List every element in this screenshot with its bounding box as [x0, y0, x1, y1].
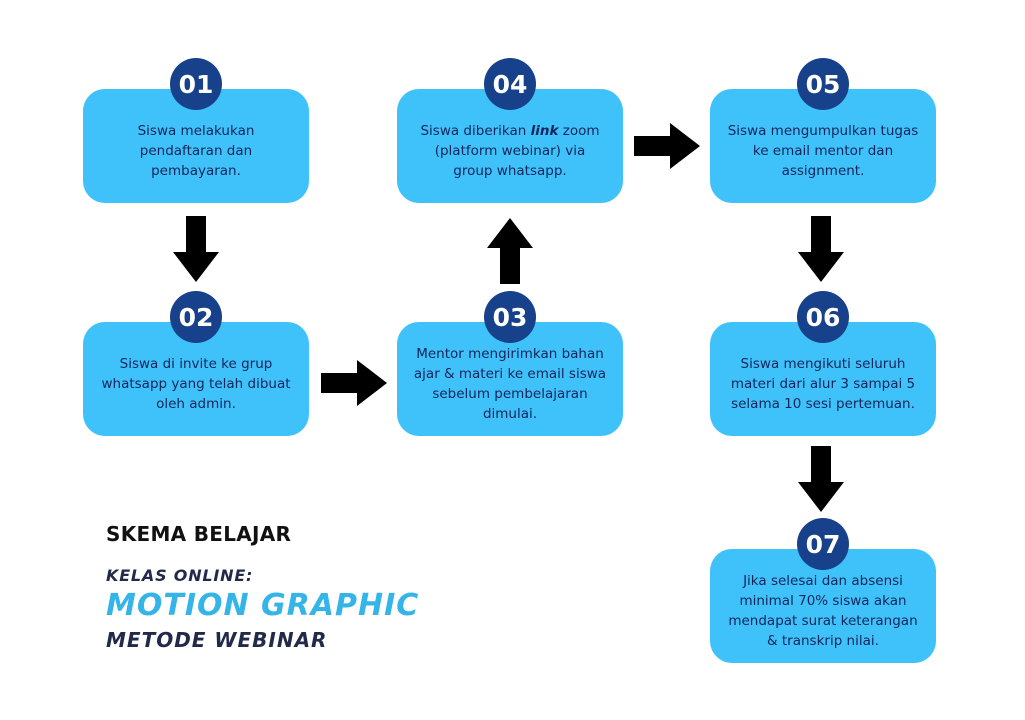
arrow-down-icon [798, 446, 844, 512]
step-text-part: Siswa diberikan [420, 123, 531, 139]
arrow-down-icon [798, 216, 844, 282]
arrow-up-icon [487, 218, 533, 284]
arrow-down-icon [173, 216, 219, 282]
step-01: Siswa melakukan pendaftaran dan pembayar… [83, 58, 309, 203]
arrow-right-icon [321, 360, 387, 406]
method-label: METODE WEBINAR [106, 628, 328, 652]
step-text: Siswa di invite ke grup whatsapp yang te… [101, 356, 291, 412]
step-box: Mentor mengirimkan bahan ajar & materi k… [397, 322, 623, 436]
step-number-badge: 03 [484, 291, 536, 343]
step-text-part: zoom (platform webinar) via group whatsa… [434, 123, 600, 179]
step-07: Jika selesai dan absensi minimal 70% sis… [710, 518, 936, 663]
step-03: Mentor mengirimkan bahan ajar & materi k… [397, 291, 623, 436]
step-number-badge: 05 [797, 58, 849, 110]
step-text-link-word: link [530, 123, 559, 139]
step-02: Siswa di invite ke grup whatsapp yang te… [83, 291, 309, 436]
step-text: Siswa mengumpulkan tugas ke email mentor… [727, 123, 919, 179]
diagram-title: SKEMA BELAJAR [106, 522, 292, 546]
step-04: Siswa diberikan link zoom (platform webi… [397, 58, 623, 203]
step-number-badge: 02 [170, 291, 222, 343]
step-text: Mentor mengirimkan bahan ajar & materi k… [413, 346, 607, 422]
step-number-badge: 01 [170, 58, 222, 110]
step-text: Jika selesai dan absensi minimal 70% sis… [728, 573, 918, 649]
step-number-badge: 07 [797, 518, 849, 570]
step-box: Siswa mengikuti seluruh materi dari alur… [710, 322, 936, 436]
step-text: Siswa mengikuti seluruh materi dari alur… [730, 356, 916, 412]
class-type-label: KELAS ONLINE: [106, 566, 254, 585]
step-box: Siswa di invite ke grup whatsapp yang te… [83, 322, 309, 436]
step-number-badge: 06 [797, 291, 849, 343]
step-number-badge: 04 [484, 58, 536, 110]
step-05: Siswa mengumpulkan tugas ke email mentor… [710, 58, 936, 203]
step-text: Siswa diberikan link zoom (platform webi… [413, 121, 607, 181]
step-text: Siswa melakukan pendaftaran dan pembayar… [137, 123, 255, 179]
course-name: MOTION GRAPHIC [106, 588, 420, 623]
arrow-right-icon [634, 123, 700, 169]
step-06: Siswa mengikuti seluruh materi dari alur… [710, 291, 936, 436]
